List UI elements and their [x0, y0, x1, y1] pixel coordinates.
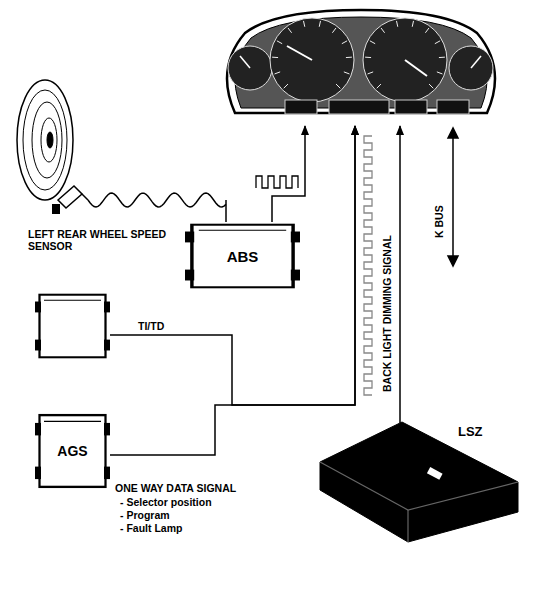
- lsz-module: LSZ: [318, 420, 523, 545]
- signal-wire: [110, 126, 355, 455]
- speed-sensor: [52, 186, 88, 214]
- instrument-cluster: [215, 8, 507, 126]
- note-text: - Fault Lamp: [120, 522, 182, 534]
- signal-name: K BUS: [433, 205, 445, 238]
- signal-name: BACK LIGHT DIMMING SIGNAL: [381, 235, 393, 392]
- abs-square-signal: [256, 176, 298, 188]
- k-bus-arrow: [448, 128, 458, 266]
- module-name: AGS: [35, 443, 110, 459]
- note-text: ONE WAY DATA SIGNAL: [115, 482, 236, 494]
- sensor-label: LEFT REAR WHEEL SPEED SENSOR: [28, 228, 168, 252]
- signal-wire: [272, 126, 305, 222]
- note-text: - Program: [120, 509, 170, 521]
- abs-module: ABS: [185, 222, 300, 290]
- module-name: ABS: [185, 248, 300, 265]
- engine-control-module: [35, 292, 110, 360]
- note-text: - Selector position: [120, 496, 212, 508]
- dimming-pulse-signal: [364, 136, 372, 395]
- signal-wire: [110, 126, 355, 405]
- module-name: LSZ: [458, 424, 483, 439]
- sensor-wire: [225, 200, 227, 222]
- signal-name: TI/TD: [138, 320, 164, 332]
- lsz-housing: [318, 420, 523, 545]
- sensor-sine-signal: [88, 193, 226, 207]
- signal-wire: [399, 126, 401, 423]
- module-housing: [35, 292, 110, 360]
- ags-module: AGS: [35, 412, 110, 490]
- wheel-illustration: [17, 80, 73, 200]
- instrument-cluster-drawing: [215, 8, 507, 126]
